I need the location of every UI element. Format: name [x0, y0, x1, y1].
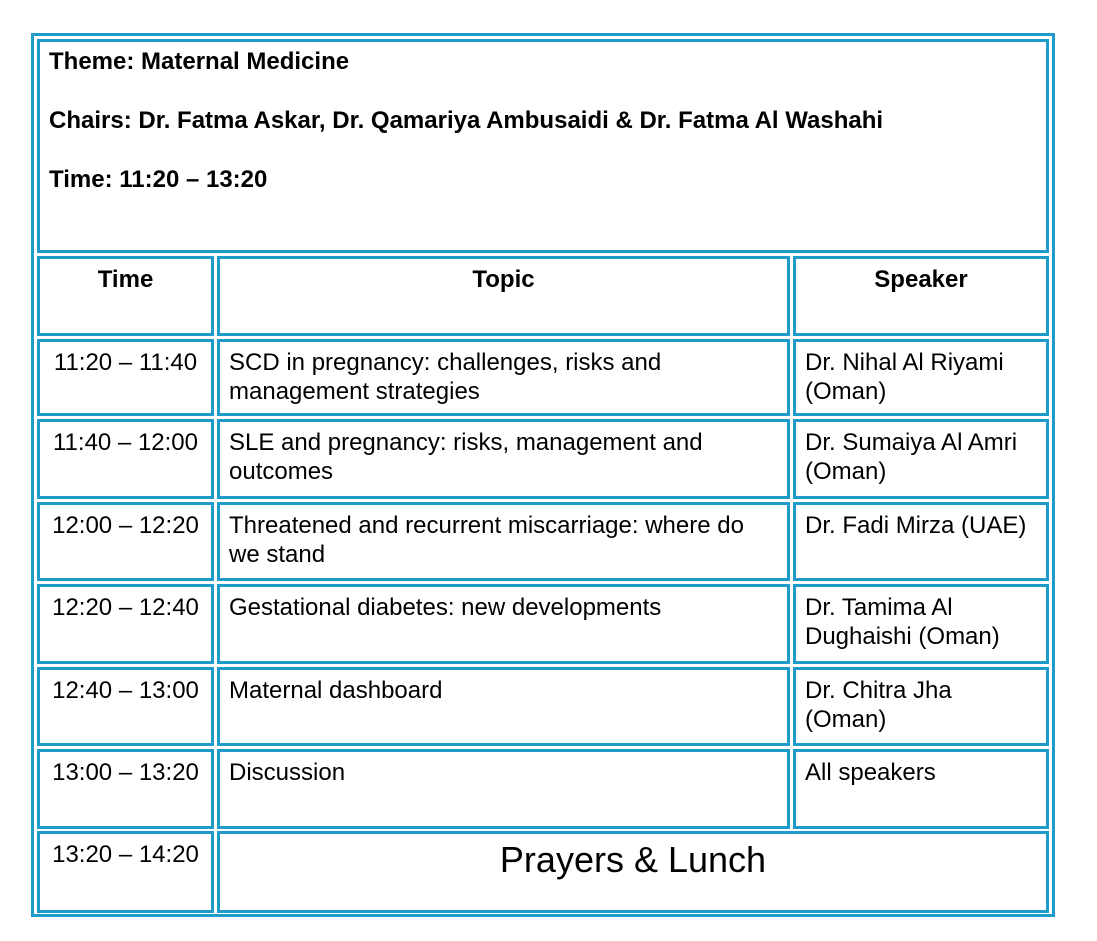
session-theme: Theme: Maternal Medicine	[49, 48, 350, 75]
row-topic: Discussion	[217, 749, 790, 829]
column-header-time: Time	[37, 256, 214, 336]
row-time: 12:20 – 12:40	[37, 584, 214, 664]
row-speaker: Dr. Tamima Al Dughaishi (Oman)	[793, 584, 1049, 664]
session-header: Theme: Maternal Medicine Chairs: Dr. Fat…	[37, 39, 1049, 253]
row-topic: SLE and pregnancy: risks, management and…	[217, 419, 790, 499]
column-header-topic: Topic	[217, 256, 790, 336]
row-topic: Threatened and recurrent miscarriage: wh…	[217, 502, 790, 581]
break-label: Prayers & Lunch	[217, 831, 1049, 913]
row-time: 13:00 – 13:20	[37, 749, 214, 829]
row-speaker: Dr. Nihal Al Riyami (Oman)	[793, 339, 1049, 416]
session-chairs: Chairs: Dr. Fatma Askar, Dr. Qamariya Am…	[49, 107, 884, 134]
break-time: 13:20 – 14:20	[37, 831, 214, 913]
row-time: 11:40 – 12:00	[37, 419, 214, 499]
row-topic: Gestational diabetes: new developments	[217, 584, 790, 664]
row-topic: SCD in pregnancy: challenges, risks and …	[217, 339, 790, 416]
row-speaker: Dr. Sumaiya Al Amri (Oman)	[793, 419, 1049, 499]
row-time: 12:00 – 12:20	[37, 502, 214, 581]
row-speaker: Dr. Fadi Mirza (UAE)	[793, 502, 1049, 581]
row-speaker: Dr. Chitra Jha (Oman)	[793, 667, 1049, 746]
session-time: Time: 11:20 – 13:20	[49, 166, 268, 193]
schedule-table	[31, 33, 1055, 917]
column-header-speaker: Speaker	[793, 256, 1049, 336]
row-speaker: All speakers	[793, 749, 1049, 829]
row-topic: Maternal dashboard	[217, 667, 790, 746]
row-time: 11:20 – 11:40	[37, 339, 214, 416]
row-time: 12:40 – 13:00	[37, 667, 214, 746]
